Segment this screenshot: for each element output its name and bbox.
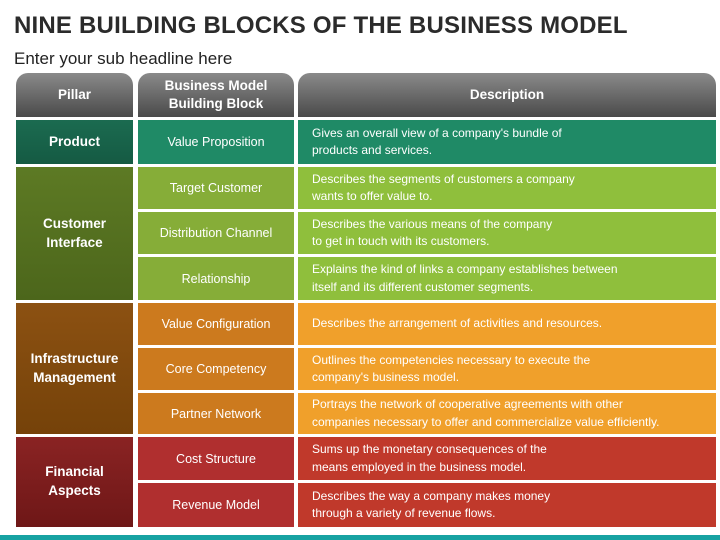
block-label: Relationship	[181, 271, 251, 286]
desc-line: Describes the arrangement of activities …	[312, 316, 603, 331]
pillar-infra-line2: Management	[33, 369, 116, 385]
pillar-financial-line1: Financial	[45, 464, 104, 480]
pillar-product-label: Product	[48, 133, 100, 149]
pillar-customer-interface: Customer Interface	[16, 167, 133, 300]
desc-line: Describes the way a company makes money	[312, 488, 551, 503]
header-pillar-label: Pillar	[57, 86, 92, 102]
header-building-block: Business Model Building Block	[138, 73, 294, 117]
desc-core-competency: Outlines the competencies necessary to e…	[298, 348, 716, 390]
block-distribution-channel: Distribution Channel	[138, 212, 294, 254]
block-relationship: Relationship	[138, 257, 294, 300]
pillar-customer-line2: Interface	[46, 234, 103, 250]
desc-cost-structure: Sums up the monetary consequences of the…	[298, 437, 716, 480]
block-label: Distribution Channel	[159, 226, 273, 240]
block-label: Value Configuration	[161, 317, 271, 331]
pillar-financial-line2: Aspects	[48, 483, 101, 498]
desc-value-proposition: Gives an overall view of a company's bun…	[298, 120, 716, 164]
desc-line: company's business model.	[312, 370, 460, 384]
desc-distribution-channel: Describes the various means of the compa…	[298, 212, 716, 254]
block-revenue-model: Revenue Model	[138, 483, 294, 527]
header-block-line1: Business Model	[164, 77, 268, 93]
desc-line: Describes the various means of the compa…	[312, 216, 553, 231]
block-label: Target Customer	[169, 181, 263, 195]
block-value-configuration: Value Configuration	[138, 303, 294, 345]
desc-line: itself and its different customer segmen…	[312, 279, 534, 294]
pillar-customer-line1: Customer	[42, 215, 106, 231]
desc-target-customer: Describes the segments of customers a co…	[298, 167, 716, 209]
block-core-competency: Core Competency	[138, 348, 294, 390]
desc-line: Gives an overall view of a company's bun…	[312, 125, 562, 140]
block-partner-network: Partner Network	[138, 393, 294, 434]
accent-bar	[0, 535, 720, 540]
block-label: Cost Structure	[176, 451, 256, 466]
block-label: Revenue Model	[172, 498, 260, 512]
header-block-line2: Building Block	[168, 96, 264, 111]
header-description: Description	[298, 73, 716, 117]
desc-line: Portrays the network of cooperative agre…	[312, 397, 623, 412]
header-description-label: Description	[469, 86, 545, 102]
desc-revenue-model: Describes the way a company makes money t…	[298, 483, 716, 527]
desc-partner-network: Portrays the network of cooperative agre…	[298, 393, 716, 434]
desc-line: to get in touch with its customers.	[312, 234, 490, 248]
pillar-infrastructure-management: Infrastructure Management	[16, 303, 133, 434]
page-title: NINE BUILDING BLOCKS OF THE BUSINESS MOD…	[14, 12, 628, 39]
desc-line: Describes the segments of customers a co…	[312, 171, 575, 186]
desc-line: products and services.	[312, 143, 433, 157]
desc-line: through a variety of revenue flows.	[312, 506, 496, 520]
page-subtitle: Enter your sub headline here	[14, 49, 233, 68]
desc-line: means employed in the business model.	[312, 459, 527, 474]
block-target-customer: Target Customer	[138, 167, 294, 209]
desc-line: Explains the kind of links a company est…	[312, 262, 618, 277]
header-pillar: Pillar	[16, 73, 133, 117]
desc-relationship: Explains the kind of links a company est…	[298, 257, 716, 300]
block-label: Core Competency	[165, 362, 267, 376]
desc-line: Sums up the monetary consequences of the	[312, 442, 547, 457]
block-label: Partner Network	[170, 406, 262, 421]
desc-line: companies necessary to offer and commerc…	[312, 414, 660, 429]
desc-value-configuration: Describes the arrangement of activities …	[298, 303, 716, 345]
pillar-product: Product	[16, 120, 133, 164]
pillar-infra-line1: Infrastructure	[30, 350, 119, 366]
block-label: Value Proposition	[167, 135, 265, 149]
desc-line: wants to offer value to.	[312, 189, 433, 203]
desc-line: Outlines the competencies necessary to e…	[312, 352, 591, 367]
pillar-financial-aspects: Financial Aspects	[16, 437, 133, 527]
block-value-proposition: Value Proposition	[138, 120, 294, 164]
block-cost-structure: Cost Structure	[138, 437, 294, 480]
